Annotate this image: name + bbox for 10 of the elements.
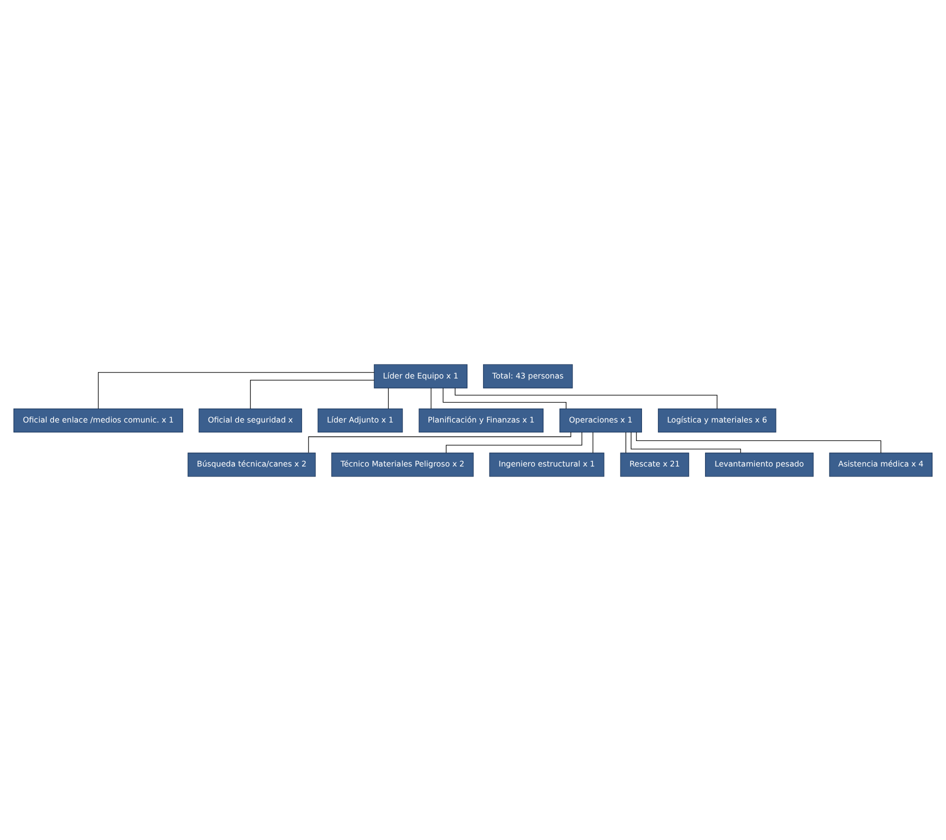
connector [446, 431, 582, 453]
connector [98, 372, 374, 408]
connector [388, 387, 389, 408]
connector [454, 387, 718, 409]
connector [308, 431, 572, 452]
connector [630, 431, 741, 453]
connector [250, 379, 374, 408]
connector [592, 432, 594, 453]
connector [442, 387, 566, 408]
connector [430, 387, 432, 408]
